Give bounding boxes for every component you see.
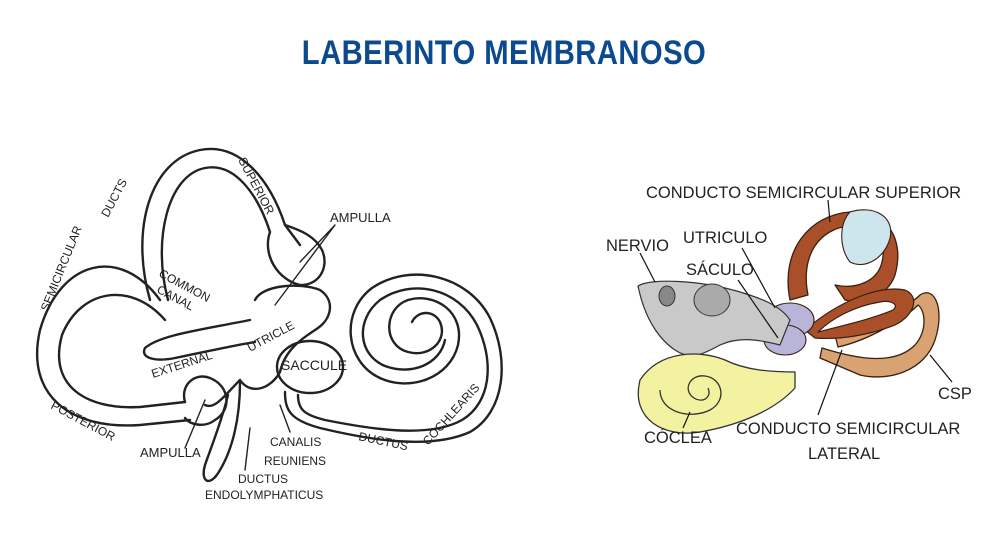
label-coclea: CÓCLEA: [644, 428, 712, 447]
pointer-utriculo: [741, 247, 776, 309]
label-nervio: NERVIO: [606, 237, 669, 255]
label-saculo: SÁCULO: [686, 260, 754, 279]
label-semicircular: SEMICIRCULAR: [38, 223, 85, 313]
label-lateral-2: LATERAL: [808, 445, 880, 463]
ductus-endo-pointer: [244, 427, 251, 471]
ampulla-bottom-pointer: [184, 399, 206, 449]
label-ducts: DUCTS: [98, 176, 130, 219]
label-canalis: CANALIS: [270, 435, 321, 449]
label-superior: SUPERIOR: [235, 155, 277, 217]
pointer-coclea: [682, 411, 691, 429]
pointer-superior: [827, 199, 831, 223]
left-diagram: [35, 147, 503, 483]
left-labels: SUPERIOR DUCTS SEMICIRCULAR AMPULLA COMM…: [38, 155, 483, 502]
ductus-cochlearis-inner: [296, 287, 489, 432]
label-lateral-1: CONDUCTO SEMICIRCULAR: [736, 420, 960, 438]
label-ductus-endo: DUCTUS: [238, 472, 288, 486]
right-labels: CONDUCTO SEMICIRCULAR SUPERIOR NERVIO UT…: [606, 184, 972, 463]
label-ampulla-top: AMPULLA: [330, 210, 391, 225]
label-superior-duct: CONDUCTO SEMICIRCULAR SUPERIOR: [646, 184, 961, 202]
pointer-saculo: [737, 279, 779, 339]
canalis-pointer: [279, 404, 291, 433]
label-reuniens: REUNIENS: [264, 454, 326, 468]
pointer-nervio: [639, 252, 656, 283]
label-ampulla-bottom: AMPULLA: [140, 445, 201, 460]
lateral-semicircular-duct: [804, 288, 915, 339]
saccule: [275, 339, 345, 395]
label-saccule: SACCULE: [281, 357, 347, 373]
coclea: [637, 353, 796, 434]
superior-duct: [141, 147, 302, 302]
label-utriculo: UTRICULO: [683, 229, 768, 247]
ductus-endolymphaticus: [202, 380, 242, 483]
external-duct: [142, 318, 257, 361]
superior-ampulla: [841, 209, 892, 265]
ductus-cochlearis: [283, 273, 503, 444]
label-ductus-coch: DUCTUS: [357, 429, 409, 453]
label-csp: CSP: [938, 385, 972, 403]
upper-ampulla: [266, 223, 326, 287]
label-endolymphaticus: ENDOLYMPHATICUS: [205, 488, 323, 502]
right-diagram: [637, 199, 953, 434]
right-pointers: [639, 199, 953, 429]
pointer-csp: [929, 354, 953, 383]
coclea-spiral: [659, 375, 722, 415]
ampulla-top-pointer: [274, 224, 336, 306]
label-utricle: UTRICLE: [245, 318, 297, 354]
nerve-ending-1: [658, 285, 676, 307]
posterior-semicircular-duct: [819, 292, 940, 378]
page-title: LABERINTO MEMBRANOSO: [301, 34, 707, 72]
nerve-ending-2: [693, 283, 731, 317]
posterior-duct: [35, 265, 192, 427]
pointer-lateral: [817, 349, 843, 416]
